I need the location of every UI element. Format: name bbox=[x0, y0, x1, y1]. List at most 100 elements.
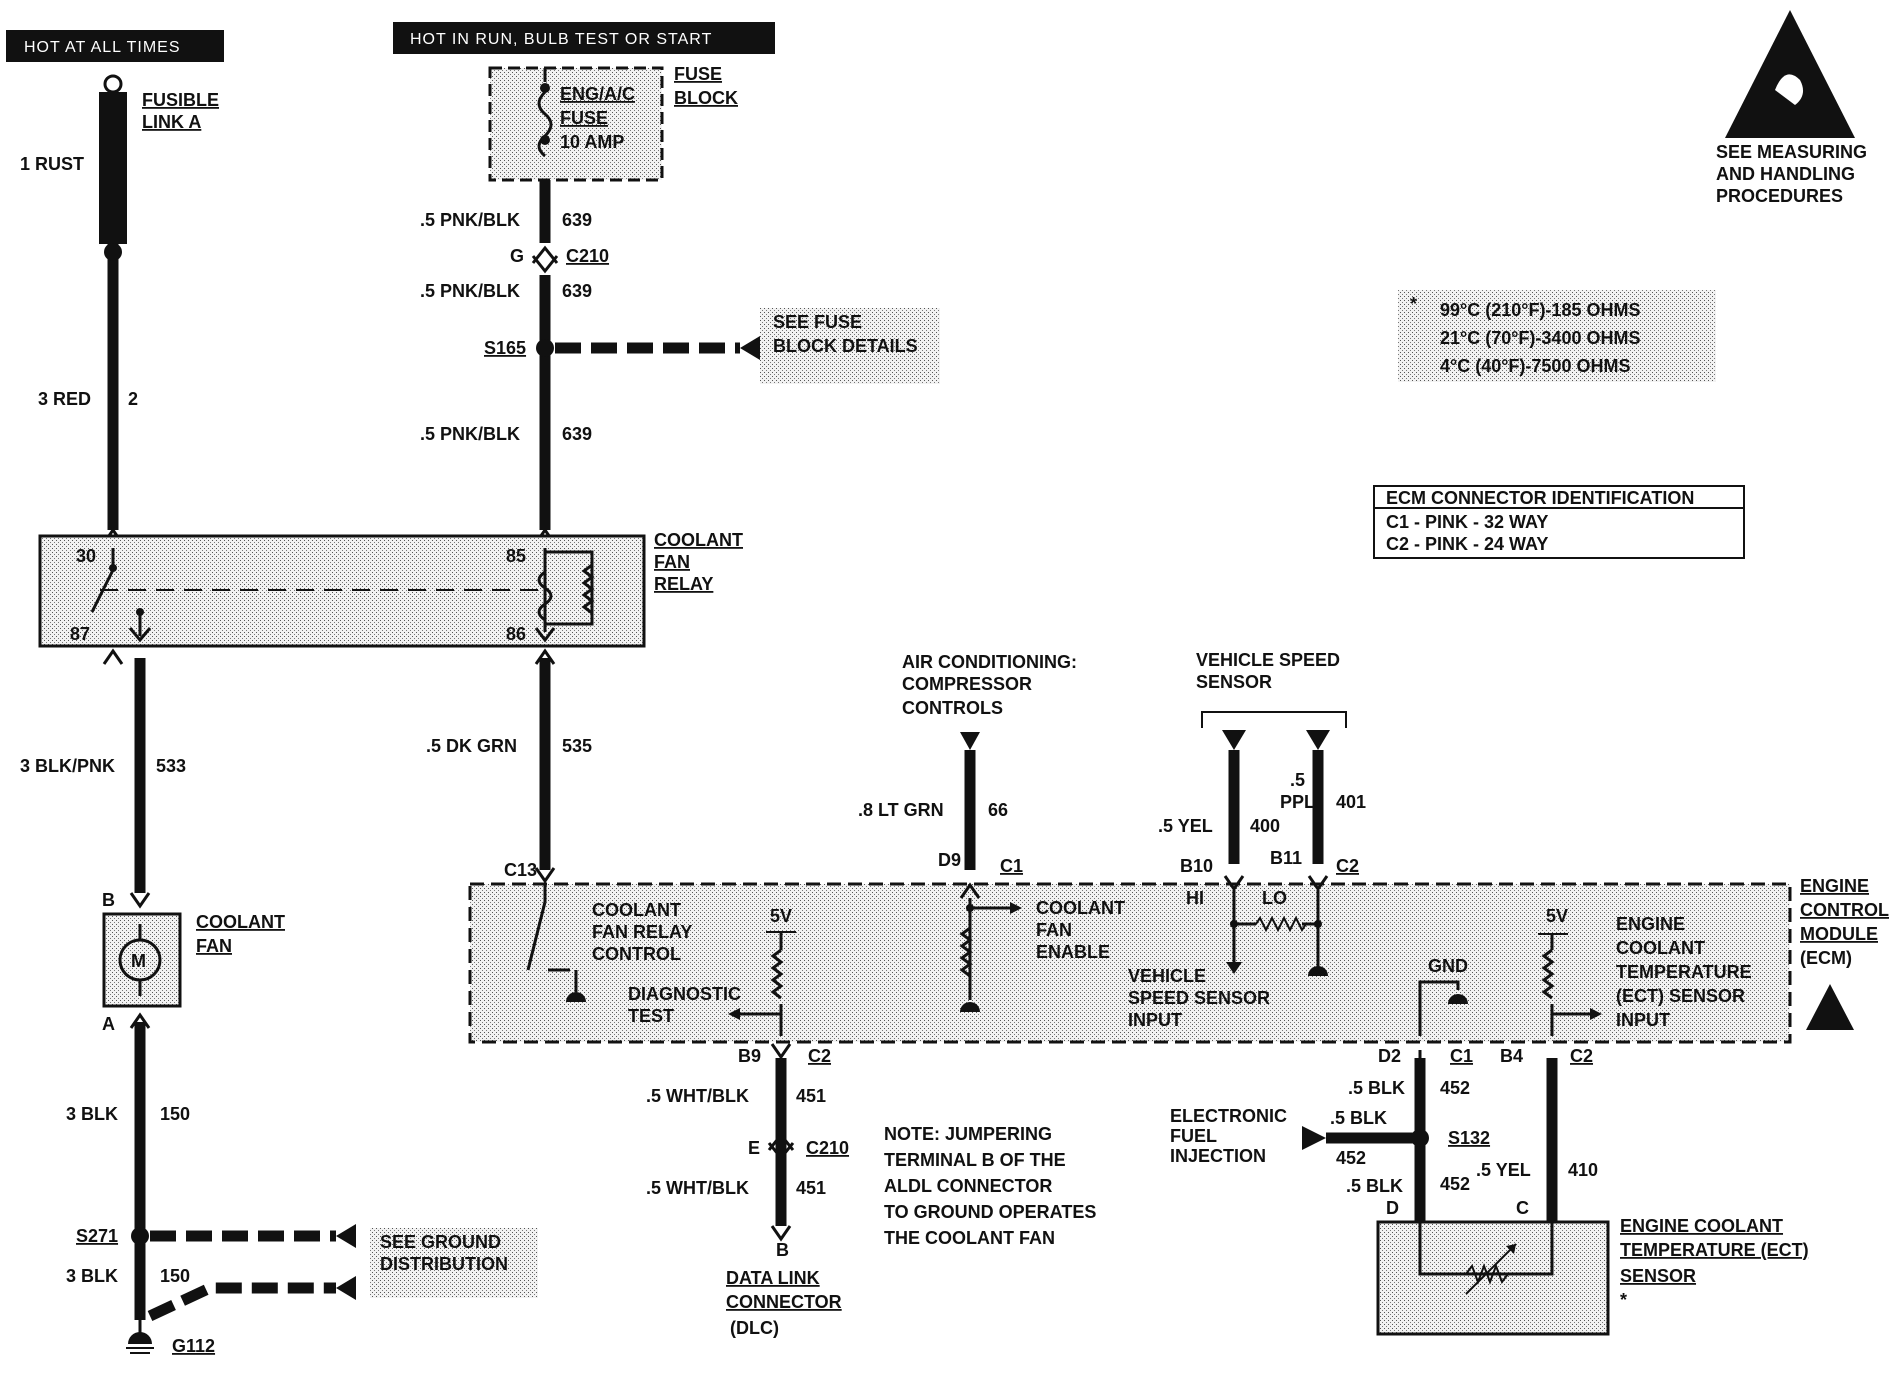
diagram-label: INPUT bbox=[1128, 1010, 1182, 1030]
diagram-label: * bbox=[1620, 1290, 1627, 1310]
diagram-label: PROCEDURES bbox=[1716, 186, 1843, 206]
diagram-label: ENGINE bbox=[1616, 914, 1685, 934]
diagram-label: 3 RED bbox=[38, 389, 91, 409]
hot-at-all-times-banner: HOT AT ALL TIMES bbox=[6, 30, 224, 62]
vehicle-speed-sensor: VEHICLE SPEED SENSOR bbox=[1196, 650, 1347, 750]
diagram-label: (ECM) bbox=[1800, 948, 1852, 968]
diagram-label: C1 bbox=[1000, 856, 1023, 876]
diagram-label: RELAY bbox=[654, 574, 713, 594]
diagram-label: AND HANDLING bbox=[1716, 164, 1855, 184]
diagram-label: B bbox=[102, 890, 115, 910]
diagram-label: ENG/A/C bbox=[560, 84, 635, 104]
diagram-label: 2 bbox=[128, 389, 138, 409]
diagram-label: 639 bbox=[562, 424, 592, 444]
diagram-label: 451 bbox=[796, 1178, 826, 1198]
diagram-label: .5 YEL bbox=[1158, 816, 1213, 836]
diagram-label: TEMPERATURE (ECT) bbox=[1620, 1240, 1809, 1260]
diagram-label: 10 AMP bbox=[560, 132, 624, 152]
diagram-label: 639 bbox=[562, 210, 592, 230]
diagram-label: SENSOR bbox=[1620, 1266, 1696, 1286]
diagram-label: ALDL CONNECTOR bbox=[884, 1176, 1052, 1196]
diagram-label: C2 bbox=[808, 1046, 831, 1066]
ground-g112: G112 bbox=[126, 1320, 215, 1356]
diagram-label: 5V bbox=[1546, 906, 1568, 926]
diagram-label: 452 bbox=[1440, 1078, 1470, 1098]
diagram-label: 451 bbox=[796, 1086, 826, 1106]
diagram-label: DATA LINK bbox=[726, 1268, 820, 1288]
diagram-label: (ECT) SENSOR bbox=[1616, 986, 1745, 1006]
diagram-label: C1 - PINK - 32 WAY bbox=[1386, 512, 1548, 532]
coolant-fan-motor: M B A COOLANT FAN bbox=[102, 890, 285, 1034]
diagram-label: CONNECTOR bbox=[726, 1292, 842, 1312]
diagram-label: ENGINE bbox=[1800, 876, 1869, 896]
diagram-label: 3 BLK bbox=[66, 1104, 118, 1124]
hot-in-run-banner: HOT IN RUN, BULB TEST OR START bbox=[393, 22, 775, 54]
diagram-label: TERMINAL B OF THE bbox=[884, 1150, 1066, 1170]
diagram-label: .5 DK GRN bbox=[426, 736, 517, 756]
diagram-label: B11 bbox=[1270, 848, 1302, 868]
diagram-label: VEHICLE bbox=[1128, 966, 1206, 986]
diagram-label: 4°C (40°F)-7500 OHMS bbox=[1440, 356, 1630, 376]
diagram-label: 3 BLK/PNK bbox=[20, 756, 115, 776]
diagram-label: FUSIBLE bbox=[142, 90, 219, 110]
esd-warning: SEE MEASURING AND HANDLING PROCEDURES bbox=[1716, 10, 1867, 206]
diagram-label: B4 bbox=[1500, 1046, 1523, 1066]
diagram-label: BLOCK bbox=[674, 88, 738, 108]
ect-sensor: ENGINE COOLANT TEMPERATURE (ECT) SENSOR … bbox=[1376, 1216, 1809, 1336]
diagram-label: SEE FUSE bbox=[773, 312, 862, 332]
diagram-label: .8 LT GRN bbox=[858, 800, 944, 820]
ecm-module-label: ENGINE CONTROL MODULE (ECM) bbox=[1800, 876, 1889, 1030]
diagram-label: 639 bbox=[562, 281, 592, 301]
diagram-label: COMPRESSOR bbox=[902, 674, 1032, 694]
diagram-label: B9 bbox=[738, 1046, 761, 1066]
diagram-label: 3 BLK bbox=[66, 1266, 118, 1286]
diagram-label: 5V bbox=[770, 906, 792, 926]
diagram-label: S271 bbox=[76, 1226, 118, 1246]
diagram-label: FAN bbox=[1036, 920, 1072, 940]
splice-s165 bbox=[536, 339, 554, 357]
diagram-label: 401 bbox=[1336, 792, 1366, 812]
diagram-label: 66 bbox=[988, 800, 1008, 820]
diagram-label: * bbox=[1410, 294, 1417, 314]
diagram-label: SENSOR bbox=[1196, 672, 1272, 692]
diagram-label: .5 WHT/BLK bbox=[646, 1178, 749, 1198]
diagram-label: .5 PNK/BLK bbox=[420, 424, 520, 444]
diagram-label: FAN RELAY bbox=[592, 922, 692, 942]
diagram-label: INJECTION bbox=[1170, 1146, 1266, 1166]
diagram-label: 452 bbox=[1440, 1174, 1470, 1194]
diagram-label: 86 bbox=[506, 624, 526, 644]
diagram-label: ENABLE bbox=[1036, 942, 1110, 962]
diagram-label: ENGINE COOLANT bbox=[1620, 1216, 1783, 1236]
diagram-label: 452 bbox=[1336, 1148, 1366, 1168]
diagram-label: BLOCK DETAILS bbox=[773, 336, 918, 356]
diagram-label: 30 bbox=[76, 546, 96, 566]
diagram-label: LINK A bbox=[142, 112, 201, 132]
diagram-label: .5 bbox=[1290, 770, 1305, 790]
diagram-label: 87 bbox=[70, 624, 90, 644]
diagram-label: COOLANT bbox=[196, 912, 285, 932]
diagram-label: HI bbox=[1186, 888, 1204, 908]
diagram-label: THE COOLANT FAN bbox=[884, 1228, 1055, 1248]
diagram-label: FAN bbox=[196, 936, 232, 956]
ac-compressor-controls: AIR CONDITIONING: COMPRESSOR CONTROLS bbox=[902, 652, 1077, 750]
diagram-label: 85 bbox=[506, 546, 526, 566]
diagram-label: C210 bbox=[566, 246, 609, 266]
diagram-label: G bbox=[510, 246, 524, 266]
diagram-label: LO bbox=[1262, 888, 1287, 908]
diagram-label: .5 BLK bbox=[1330, 1108, 1387, 1128]
diagram-label: E bbox=[748, 1138, 760, 1158]
diagram-label: 533 bbox=[156, 756, 186, 776]
diagram-label: COOLANT bbox=[1616, 938, 1705, 958]
diagram-label: CONTROL bbox=[1800, 900, 1889, 920]
fusible-link: FUSIBLE LINK A 1 RUST bbox=[20, 74, 219, 244]
diagram-label: .5 PNK/BLK bbox=[420, 210, 520, 230]
data-link-connector: B DATA LINK CONNECTOR (DLC) bbox=[726, 1240, 842, 1338]
diagram-label: 21°C (70°F)-3400 OHMS bbox=[1440, 328, 1640, 348]
diagram-label: .5 YEL bbox=[1476, 1160, 1531, 1180]
diagram-label: 400 bbox=[1250, 816, 1280, 836]
diagram-label: 535 bbox=[562, 736, 592, 756]
diagram-label: 99°C (210°F)-185 OHMS bbox=[1440, 300, 1640, 320]
diagram-label: SEE GROUND bbox=[380, 1232, 501, 1252]
diagram-label: TEST bbox=[628, 1006, 674, 1026]
